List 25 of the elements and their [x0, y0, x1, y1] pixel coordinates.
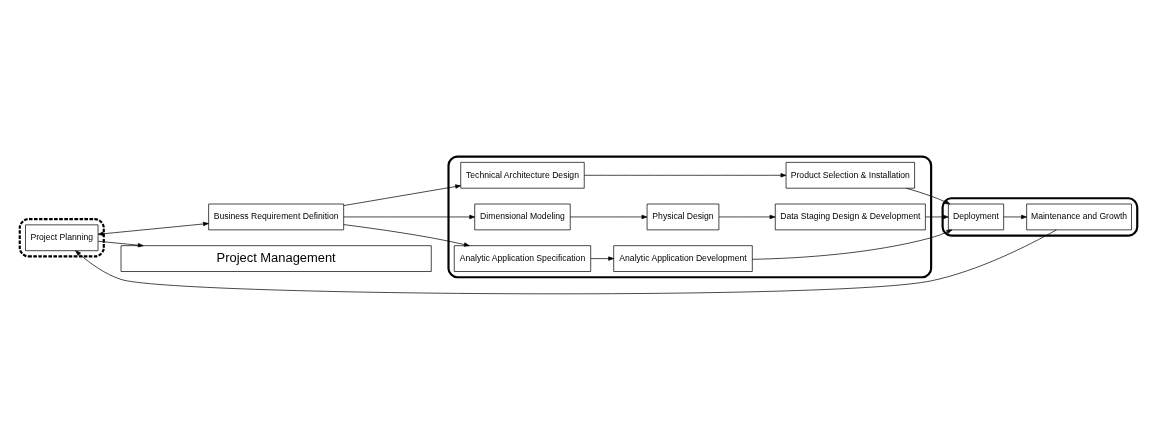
node-box: Business Requirement Definition	[208, 203, 345, 230]
node-box: Dimensional Modeling	[474, 203, 571, 230]
arrow	[925, 214, 949, 219]
node-box: Project Planning	[25, 224, 99, 251]
arrow	[75, 229, 1057, 294]
arrow	[584, 172, 787, 177]
arrow	[751, 229, 953, 260]
arrow	[343, 183, 461, 206]
node-box: Maintenance and Growth	[1026, 203, 1132, 230]
node-box: Analytic Application Development	[613, 244, 753, 272]
node-box: Physical Design	[646, 203, 720, 230]
node-box: Data Staging Design & Development	[774, 203, 926, 230]
node-box: Deployment	[948, 203, 1004, 230]
node-box: Technical Architecture Design	[460, 161, 585, 189]
cluster	[447, 155, 933, 278]
arrow	[1003, 214, 1027, 219]
arrow	[590, 255, 614, 261]
node-box: Product Selection & Installation	[785, 161, 915, 189]
arrow	[97, 240, 144, 247]
arrow	[718, 214, 776, 219]
arrow	[343, 223, 470, 247]
arrow	[97, 221, 209, 236]
arrow	[569, 214, 648, 219]
arrow	[343, 214, 476, 219]
arrow	[906, 187, 951, 204]
